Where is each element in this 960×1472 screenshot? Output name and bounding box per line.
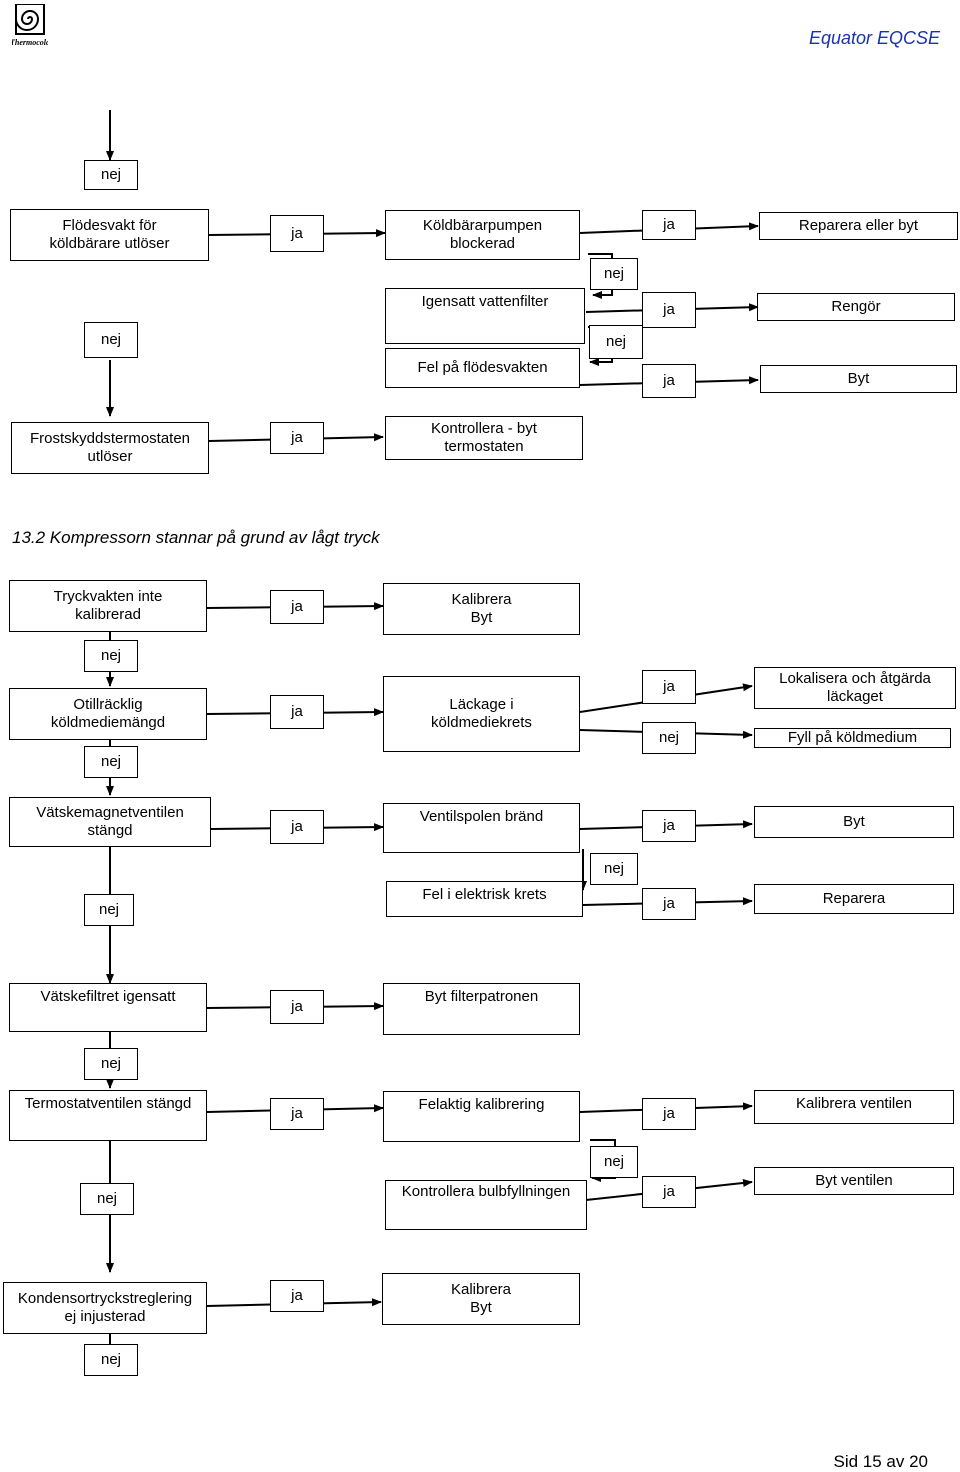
- yes-label: ja: [642, 1176, 696, 1208]
- yes-label: ja: [642, 670, 696, 704]
- flow-switch-box: Flödesvakt för köldbärare utlöser: [10, 209, 209, 261]
- thermocold-logo: Thermocold: [12, 4, 48, 47]
- coil-burnt-box: Ventilspolen bränd: [383, 803, 580, 853]
- yes-label: ja: [270, 810, 324, 844]
- yes-label: ja: [642, 888, 696, 920]
- calibrate-replace-box: Kalibrera Byt: [383, 583, 580, 635]
- yes-label: ja: [642, 810, 696, 842]
- repair-box: Reparera: [754, 884, 954, 914]
- no-label: nej: [590, 1146, 638, 1178]
- fill-refrigerant-box: Fyll på köldmedium: [754, 728, 951, 748]
- calibrate-replace-box: Kalibrera Byt: [382, 1273, 580, 1325]
- leak-box: Läckage i köldmediekrets: [383, 676, 580, 752]
- logo-text: Thermocold: [12, 38, 48, 47]
- condensing-control-box: Kondensortryckstreglering ej injusterad: [3, 1282, 207, 1334]
- replace-box: Byt: [754, 806, 954, 838]
- replace-box: Byt: [760, 365, 957, 393]
- no-label: nej: [642, 722, 696, 754]
- no-label: nej: [84, 746, 138, 778]
- calibrate-valve-box: Kalibrera ventilen: [754, 1090, 954, 1124]
- electric-fault-box: Fel i elektrisk krets: [386, 881, 583, 917]
- replace-valve-box: Byt ventilen: [754, 1167, 954, 1195]
- no-label: nej: [590, 258, 638, 290]
- check-thermostat-box: Kontrollera - byt termostaten: [385, 416, 583, 460]
- pump-blocked-box: Köldbärarpumpen blockerad: [385, 210, 580, 260]
- no-label: nej: [84, 1048, 138, 1080]
- replace-cartridge-box: Byt filterpatronen: [383, 983, 580, 1035]
- yes-label: ja: [270, 990, 324, 1024]
- no-label: nej: [84, 322, 138, 358]
- check-bulb-box: Kontrollera bulbfyllningen: [385, 1180, 587, 1230]
- no-label: nej: [84, 640, 138, 672]
- yes-label: ja: [642, 210, 696, 240]
- no-label: nej: [84, 894, 134, 926]
- no-label: nej: [590, 853, 638, 885]
- yes-label: ja: [270, 695, 324, 729]
- wrong-calibration-box: Felaktig kalibrering: [383, 1091, 580, 1142]
- pressure-switch-box: Tryckvakten inte kalibrerad: [9, 580, 207, 632]
- page-number: Sid 15 av 20: [833, 1452, 928, 1471]
- no-label: nej: [589, 325, 643, 359]
- yes-label: ja: [270, 1098, 324, 1130]
- no-label: nej: [80, 1183, 134, 1215]
- yes-label: ja: [270, 590, 324, 624]
- locate-leak-box: Lokalisera och åtgärda läckaget: [754, 667, 956, 709]
- frost-thermostat-box: Frostskyddstermostaten utlöser: [11, 422, 209, 474]
- flow-switch-fault-box: Fel på flödesvakten: [385, 348, 580, 388]
- low-refrigerant-box: Otillräcklig köldmediemängd: [9, 688, 207, 740]
- document-title: Equator EQCSE: [808, 28, 940, 48]
- yes-label: ja: [270, 422, 324, 454]
- section-heading: 13.2 Kompressorn stannar på grund av låg…: [12, 528, 380, 547]
- yes-label: ja: [270, 215, 324, 252]
- clean-box: Rengör: [757, 293, 955, 321]
- repair-replace-box: Reparera eller byt: [759, 212, 958, 240]
- filter-clogged-box: Igensatt vattenfilter: [385, 288, 585, 344]
- no-label: nej: [84, 1344, 138, 1376]
- no-label: nej: [84, 160, 138, 190]
- liquid-valve-box: Vätskemagnetventilen stängd: [9, 797, 211, 847]
- yes-label: ja: [642, 1098, 696, 1130]
- yes-label: ja: [270, 1280, 324, 1312]
- yes-label: ja: [642, 364, 696, 398]
- liquid-filter-box: Vätskefiltret igensatt: [9, 983, 207, 1032]
- yes-label: ja: [642, 292, 696, 328]
- thermo-valve-box: Termostatventilen stängd: [9, 1090, 207, 1141]
